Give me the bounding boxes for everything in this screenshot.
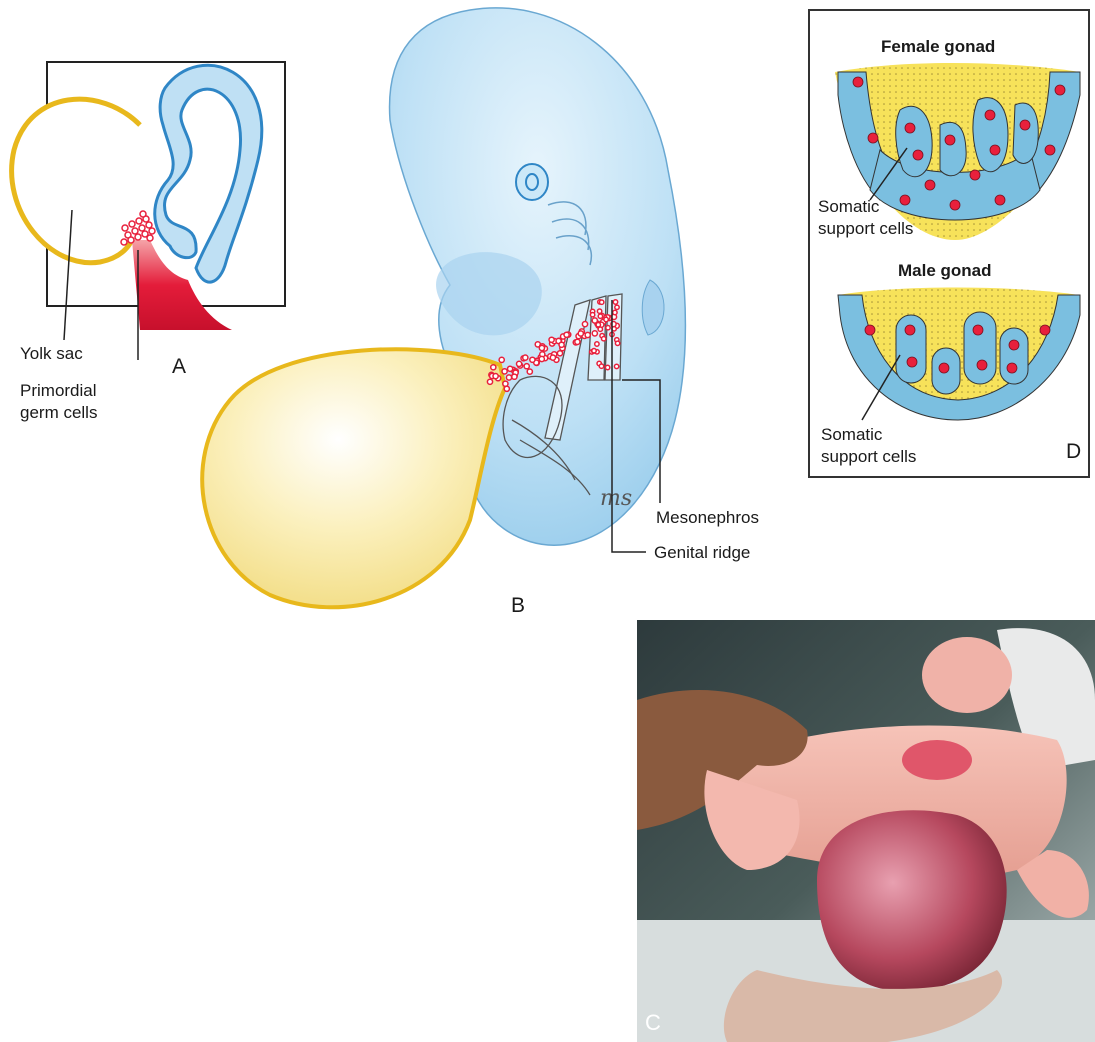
gonad-germ-cell xyxy=(1040,325,1050,335)
gonad-germ-cell xyxy=(1055,85,1065,95)
female-support-label-line1: Somatic xyxy=(818,196,879,217)
gonad-germ-cell xyxy=(970,170,980,180)
gonad-germ-cell xyxy=(868,133,878,143)
gonad-germ-cell xyxy=(1020,120,1030,130)
panel-b-letter: B xyxy=(511,594,525,618)
gonad-germ-cell xyxy=(950,200,960,210)
gonad-germ-cell xyxy=(1009,340,1019,350)
gonad-germ-cell xyxy=(945,135,955,145)
panel-c-photo: C xyxy=(637,620,1095,1042)
gonad-germ-cell xyxy=(905,123,915,133)
gonad-germ-cell xyxy=(905,325,915,335)
mesonephros-label: Mesonephros xyxy=(656,507,759,528)
sacrococcygeal-mass xyxy=(817,810,1007,991)
gonad-germ-cell xyxy=(939,363,949,373)
male-gonad-title: Male gonad xyxy=(898,260,992,281)
gonad-germ-cell xyxy=(977,360,987,370)
gonad-germ-cell xyxy=(907,357,917,367)
male-support-label-line1: Somatic xyxy=(821,424,882,445)
photo-illustration xyxy=(637,620,1095,1042)
panel-c-letter: C xyxy=(645,1010,661,1036)
female-gonad-title: Female gonad xyxy=(881,36,995,57)
gonad-germ-cell xyxy=(913,150,923,160)
gonad-germ-cell xyxy=(985,110,995,120)
panel-d-drawing xyxy=(0,0,1095,480)
gonad-germ-cell xyxy=(1045,145,1055,155)
gonad-germ-cell xyxy=(995,195,1005,205)
gonad-germ-cell xyxy=(973,325,983,335)
gonad-germ-cell xyxy=(925,180,935,190)
infant-head xyxy=(922,637,1012,713)
genital-ridge-label: Genital ridge xyxy=(654,542,750,563)
gonad-germ-cell xyxy=(990,145,1000,155)
panel-d-letter: D xyxy=(1066,440,1081,464)
gonad-germ-cell xyxy=(865,325,875,335)
male-support-label-line2: support cells xyxy=(821,446,916,467)
female-support-label-line2: support cells xyxy=(818,218,913,239)
gonad-germ-cell xyxy=(853,77,863,87)
umbilical-stump xyxy=(902,740,972,780)
artist-signature: ms xyxy=(600,486,632,511)
gonad-germ-cell xyxy=(1007,363,1017,373)
gonad-germ-cell xyxy=(900,195,910,205)
